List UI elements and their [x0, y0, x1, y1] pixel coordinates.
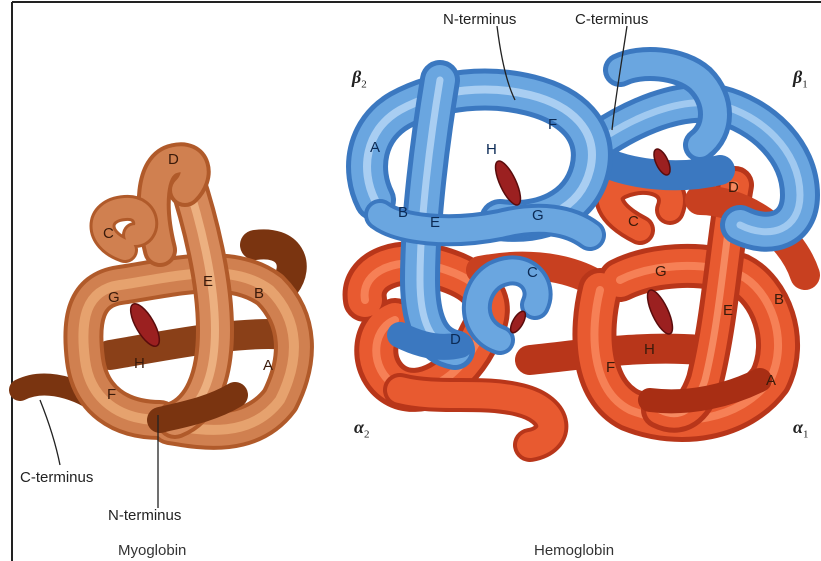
alpha-label-b: B [774, 292, 784, 307]
subunit-alpha1-label: α1 [793, 418, 808, 441]
myoglobin-label-b: B [254, 286, 264, 301]
alpha-label-f: F [606, 360, 615, 375]
myoglobin-c-terminus-leader [40, 400, 60, 465]
beta-label-c: C [527, 265, 538, 280]
myoglobin-label-g: G [108, 290, 120, 305]
myoglobin-label-d: D [168, 152, 179, 167]
hemoglobin-caption: Hemoglobin [534, 543, 614, 558]
myoglobin-n-terminus-label: N-terminus [108, 508, 181, 523]
alpha-label-e: E [723, 303, 733, 318]
hemoglobin-c-terminus-label: C-terminus [575, 12, 648, 27]
subunit-alpha2-label: α2 [354, 418, 369, 441]
beta-label-e: E [430, 215, 440, 230]
alpha-label-d: D [728, 180, 739, 195]
alpha-label-c: C [628, 214, 639, 229]
heme-alpha2 [508, 309, 529, 335]
beta-label-g: G [532, 208, 544, 223]
hemoglobin-n-terminus-label: N-terminus [443, 12, 516, 27]
beta-label-h: H [486, 142, 497, 157]
myoglobin-c-terminus-label: C-terminus [20, 470, 93, 485]
myoglobin-caption: Myoglobin [118, 543, 186, 558]
beta-label-d: D [450, 332, 461, 347]
myoglobin-label-h: H [134, 356, 145, 371]
subunit-beta1-label: β1 [793, 68, 808, 91]
beta-label-a: A [370, 140, 380, 155]
myoglobin-structure [20, 159, 294, 430]
subunit-beta2-label: β2 [352, 68, 367, 91]
myoglobin-label-e: E [203, 274, 213, 289]
beta-label-b: B [398, 205, 408, 220]
myoglobin-label-a: A [263, 358, 273, 373]
myoglobin-label-c: C [103, 226, 114, 241]
alpha-label-g: G [655, 264, 667, 279]
heme-alpha1 [643, 287, 678, 337]
alpha-label-a: A [766, 373, 776, 388]
beta-label-f: F [548, 117, 557, 132]
myoglobin-label-f: F [107, 387, 116, 402]
alpha-label-h: H [644, 342, 655, 357]
